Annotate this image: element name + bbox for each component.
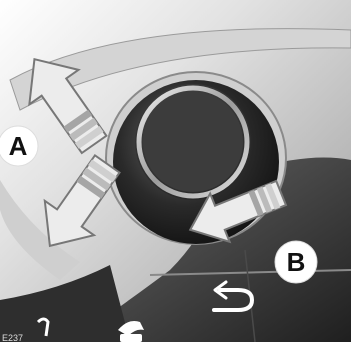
- knob-center: [143, 92, 243, 192]
- callout-a-label: A: [9, 131, 28, 161]
- callout-b-label: B: [287, 247, 306, 277]
- callout-b: B: [275, 241, 317, 283]
- figure-id-text: E237: [2, 333, 23, 342]
- callout-a: A: [0, 126, 38, 166]
